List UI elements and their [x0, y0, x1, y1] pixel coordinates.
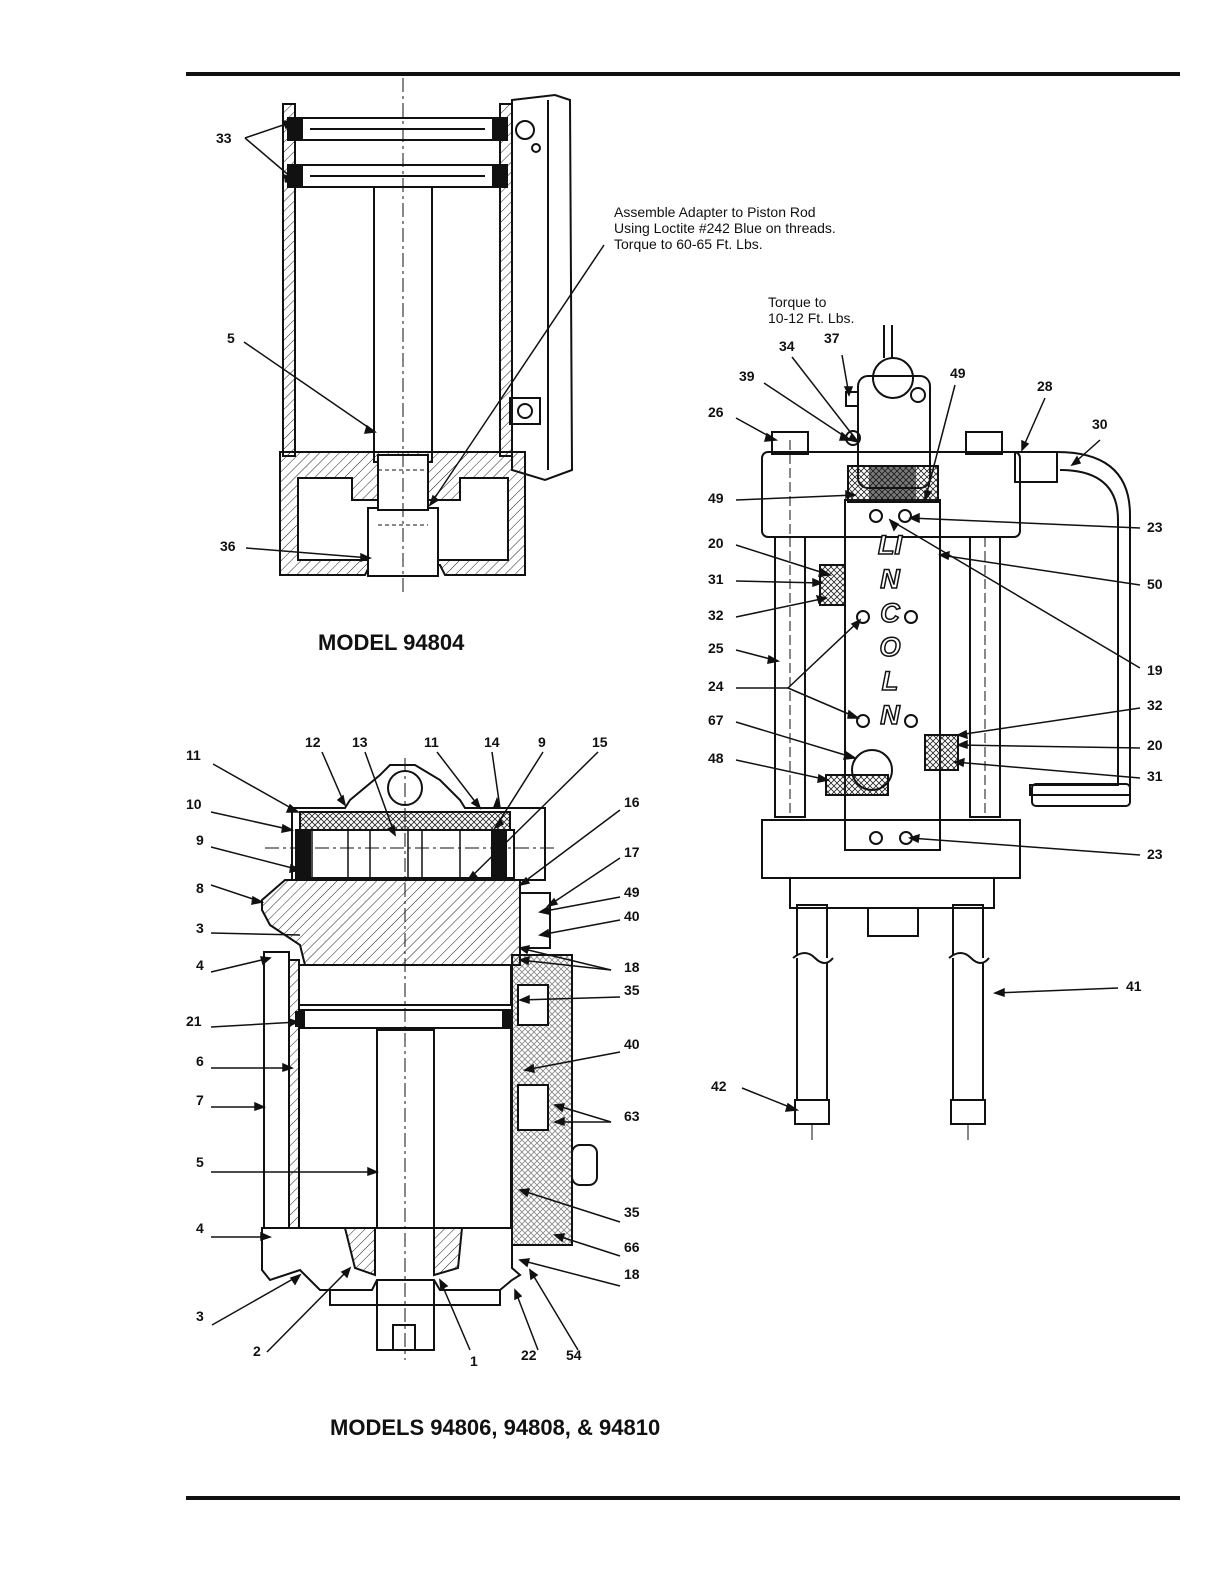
- bottom-model-leaders: [210, 751, 621, 1353]
- callout-label: 14: [484, 734, 500, 750]
- callout-label: 23: [1147, 846, 1163, 862]
- callout-label: 2: [253, 1343, 261, 1359]
- callout-label: 32: [1147, 697, 1163, 713]
- callout-label: 24: [708, 678, 724, 694]
- callout-label: 31: [708, 571, 724, 587]
- callout-label: 16: [624, 794, 640, 810]
- callout-label: 9: [196, 832, 204, 848]
- callout-label: 40: [624, 1036, 640, 1052]
- callout-label: 23: [1147, 519, 1163, 535]
- callout-label: 67: [708, 712, 724, 728]
- callout-label: 8: [196, 880, 204, 896]
- callout-label: 11: [424, 734, 439, 750]
- callout-label: 35: [624, 1204, 640, 1220]
- callout-label: 41: [1126, 978, 1142, 994]
- callout-label: 48: [708, 750, 724, 766]
- callout-label: 18: [624, 1266, 640, 1282]
- callout-label: 34: [779, 338, 795, 354]
- adapter-note: Assemble Adapter to Piston Rod Using Loc…: [614, 204, 836, 252]
- callout-label: 42: [711, 1078, 727, 1094]
- models-94806-caption: MODELS 94806, 94808, & 94810: [330, 1415, 661, 1440]
- callout-label: 12: [305, 734, 321, 750]
- callout-label: 4: [196, 957, 204, 973]
- callout-label: 5: [196, 1154, 204, 1170]
- bottom-rule: [186, 1496, 1180, 1500]
- adapter-note-line: Assemble Adapter to Piston Rod: [614, 204, 816, 220]
- torque-note-line: Torque to: [768, 294, 827, 310]
- callout-label: 40: [624, 908, 640, 924]
- callout-label: 49: [624, 884, 640, 900]
- model-94804-leaders: [243, 120, 605, 563]
- callout-label: 20: [708, 535, 724, 551]
- callout-label: 1: [470, 1353, 478, 1369]
- callout-label: 18: [624, 959, 640, 975]
- callout-label: 66: [624, 1239, 640, 1255]
- adapter-note-line: Using Loctite #242 Blue on threads.: [614, 220, 836, 236]
- callout-label: 21: [186, 1013, 202, 1029]
- callout-label: 3: [196, 1308, 204, 1324]
- torque-note-line: 10-12 Ft. Lbs.: [768, 310, 855, 326]
- callout-label: 20: [1147, 737, 1163, 753]
- callout-label: 63: [624, 1108, 640, 1124]
- torque-note: Torque to 10-12 Ft. Lbs.: [768, 294, 854, 326]
- callout-label: 5: [227, 330, 235, 346]
- callout-label: 35: [624, 982, 640, 998]
- callout-label: 50: [1147, 576, 1163, 592]
- callout-label: 54: [566, 1347, 582, 1363]
- callout-label: 3: [196, 920, 204, 936]
- callout-label: 49: [708, 490, 724, 506]
- callout-label: 13: [352, 734, 368, 750]
- callout-label: 25: [708, 640, 724, 656]
- callout-label: 33: [216, 130, 232, 146]
- side-view-leaders: [735, 354, 1141, 1112]
- callout-label: 39: [739, 368, 755, 384]
- callout-label: 15: [592, 734, 608, 750]
- side-view-drawing: [761, 325, 1131, 1140]
- callout-label: 28: [1037, 378, 1053, 394]
- callout-label: 22: [521, 1347, 537, 1363]
- callout-label: 7: [196, 1092, 204, 1108]
- callout-label: 31: [1147, 768, 1163, 784]
- callout-label: 36: [220, 538, 236, 554]
- models-94806-94808-94810-drawing: [261, 758, 598, 1360]
- model-94804-drawing: [279, 78, 574, 595]
- callout-label: 9: [538, 734, 546, 750]
- top-rule: [186, 72, 1180, 76]
- callout-label: 6: [196, 1053, 204, 1069]
- callout-label: 32: [708, 607, 724, 623]
- callout-label: 37: [824, 330, 840, 346]
- callout-label: 4: [196, 1220, 204, 1236]
- callout-label: 30: [1092, 416, 1108, 432]
- callout-label: 49: [950, 365, 966, 381]
- lincoln-lettering: LINCOLN: [877, 529, 903, 731]
- callout-label: 17: [624, 844, 640, 860]
- adapter-note-line: Torque to 60-65 Ft. Lbs.: [614, 236, 763, 252]
- callout-label: 10: [186, 796, 202, 812]
- callout-label: 19: [1147, 662, 1163, 678]
- callout-label: 11: [186, 747, 201, 763]
- callout-label: 26: [708, 404, 724, 420]
- model-94804-caption: MODEL 94804: [318, 630, 465, 655]
